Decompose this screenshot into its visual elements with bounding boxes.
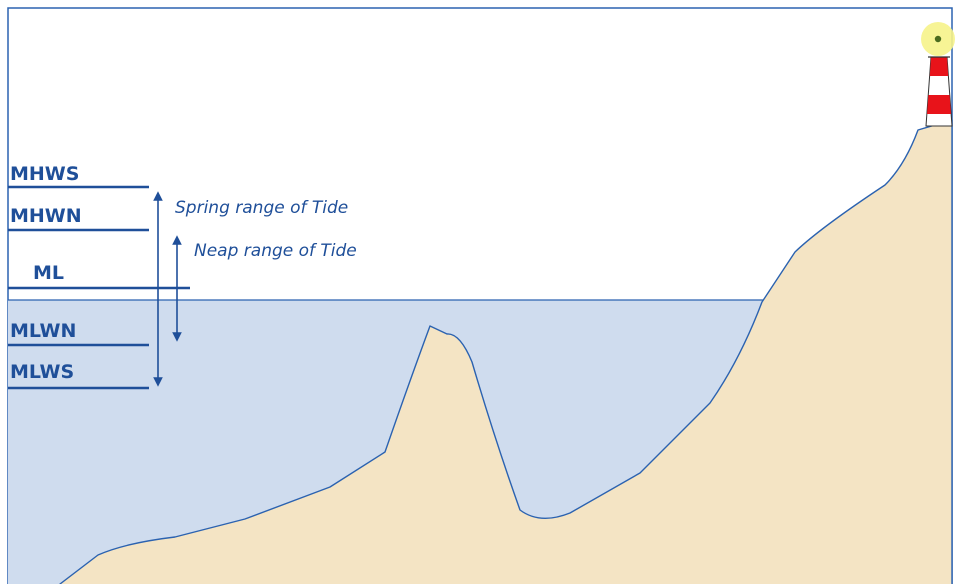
- lighthouse: [921, 22, 955, 127]
- lighthouse-lamp: [934, 35, 942, 43]
- neap-range-label: Neap range of Tide: [194, 241, 357, 261]
- lighthouse-stripe-bottom: [927, 95, 951, 114]
- land-profile: [59, 119, 953, 584]
- mhwn-label: MHWN: [10, 205, 82, 227]
- mlws-label: MLWS: [10, 361, 74, 383]
- mlwn-label: MLWN: [10, 320, 76, 342]
- spring-range-label: Spring range of Tide: [175, 198, 348, 218]
- mhws-label: MHWS: [10, 163, 79, 185]
- ml-label: ML: [33, 262, 64, 284]
- lighthouse-stripe-top: [929, 57, 949, 76]
